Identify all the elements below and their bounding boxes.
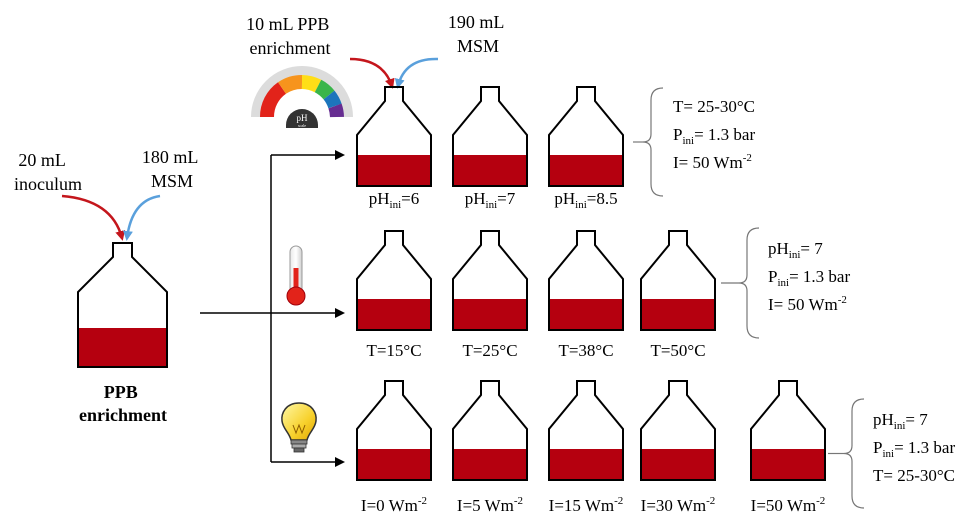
condition-line: I= 50 Wm-2 xyxy=(768,294,847,314)
bottle-label: T=50°C xyxy=(650,341,705,360)
bottle-outline xyxy=(548,380,624,481)
bottle-outline xyxy=(356,86,432,187)
bottle-liquid xyxy=(78,328,167,367)
inoculum-arrow xyxy=(61,194,126,241)
temp-bottle xyxy=(452,230,528,331)
bottle-liquid xyxy=(453,299,527,330)
light-bottle xyxy=(750,380,826,481)
brace xyxy=(642,87,664,197)
brace xyxy=(738,227,760,339)
temp-bottle xyxy=(640,230,716,331)
brace xyxy=(843,398,865,509)
ph-row-msm-arrow xyxy=(394,57,439,89)
enrichment-section: 20 mL inoculum 180 mL MSM PPB enrichment xyxy=(14,147,202,425)
ph-icon-subtext: scale xyxy=(298,123,306,128)
enrichment-bottle xyxy=(77,242,168,368)
ph-row-msm-label: 190 mL MSM xyxy=(448,12,508,56)
bottle-outline xyxy=(640,380,716,481)
ph-row: 10 mL PPB enrichment 190 mL MSM xyxy=(246,12,508,89)
condition-line: Pini= 1.3 bar xyxy=(768,267,850,289)
bottle-liquid xyxy=(357,155,431,186)
bottle-label: pHini=6 xyxy=(369,189,420,211)
bottle-outline xyxy=(452,230,528,331)
msm-label-left: 180 mL MSM xyxy=(142,147,202,191)
ph-scale-icon: pH scale xyxy=(251,66,353,128)
connectors xyxy=(200,150,345,467)
ph-row-enrichment-label: 10 mL PPB enrichment xyxy=(246,14,334,58)
bottle-outline xyxy=(452,86,528,187)
light-bulb-icon xyxy=(281,402,317,453)
bottle-outline xyxy=(356,230,432,331)
bottle-liquid xyxy=(641,299,715,330)
condition-line: pHini= 7 xyxy=(768,239,823,261)
ph-row-conditions: T= 25-30°C Pini= 1.3 bar I= 50 Wm-2 xyxy=(633,87,755,197)
light-row-bottles: I=0 Wm-2 I=5 Wm-2 I=15 Wm-2 I=30 Wm-2 I=50 W… xyxy=(356,380,826,515)
ph-row-enrichment-arrow xyxy=(349,57,395,89)
bottle-label: I=5 Wm-2 xyxy=(457,495,523,515)
bottle-label: T=38°C xyxy=(558,341,613,360)
enrichment-bottle-title: PPB enrichment xyxy=(79,382,167,425)
light-row-conditions: pHini= 7 Pini= 1.3 bar T= 25-30°C xyxy=(828,398,955,509)
bottle-outline xyxy=(452,380,528,481)
ph-bottle xyxy=(356,86,432,187)
bottle-label: T=15°C xyxy=(366,341,421,360)
inoculum-label: 20 mL inoculum xyxy=(14,150,82,194)
condition-line: I= 50 Wm-2 xyxy=(673,152,752,172)
ph-bottle xyxy=(548,86,624,187)
bottle-outline xyxy=(548,230,624,331)
temp-row-conditions: pHini= 7 Pini= 1.3 bar I= 50 Wm-2 xyxy=(721,227,850,339)
light-bottle xyxy=(548,380,624,481)
thermometer-icon xyxy=(286,245,306,306)
temp-bottle xyxy=(356,230,432,331)
bottle-liquid xyxy=(549,155,623,186)
bottle-liquid xyxy=(357,299,431,330)
temp-row-bottles: T=15°C T=25°C T=38°C T=50°C xyxy=(356,230,716,360)
bottle-liquid xyxy=(357,449,431,480)
bottle-outline xyxy=(750,380,826,481)
bottle-liquid xyxy=(549,299,623,330)
light-bottle xyxy=(356,380,432,481)
temp-bottle xyxy=(548,230,624,331)
bottle-outline xyxy=(640,230,716,331)
condition-line: pHini= 7 xyxy=(873,410,928,432)
bottle-label: I=30 Wm-2 xyxy=(641,495,716,515)
bottle-label: I=0 Wm-2 xyxy=(361,495,427,515)
light-bottle xyxy=(640,380,716,481)
ph-bottle xyxy=(452,86,528,187)
bottle-liquid xyxy=(453,155,527,186)
bottle-liquid xyxy=(641,449,715,480)
bottle-label: pHini=8.5 xyxy=(554,189,617,211)
bottle-outline xyxy=(548,86,624,187)
bottle-liquid xyxy=(751,449,825,480)
bottle-label: I=15 Wm-2 xyxy=(549,495,624,515)
bottle-label: pHini=7 xyxy=(465,189,516,211)
bottle-label: I=50 Wm-2 xyxy=(751,495,826,515)
ph-icon-text: pH xyxy=(297,113,309,123)
ph-row-bottles: pHini=6 pHini=7 pHini=8.5 xyxy=(356,86,624,211)
condition-line: Pini= 1.3 bar xyxy=(673,125,755,147)
bottle-outline xyxy=(77,242,168,368)
bottle-liquid xyxy=(453,449,527,480)
light-bottle xyxy=(452,380,528,481)
bottle-label: T=25°C xyxy=(462,341,517,360)
bottle-liquid xyxy=(549,449,623,480)
msm-arrow-left xyxy=(122,194,161,241)
bottle-outline xyxy=(356,380,432,481)
condition-line: Pini= 1.3 bar xyxy=(873,438,955,460)
condition-line: T= 25-30°C xyxy=(873,466,955,485)
condition-line: T= 25-30°C xyxy=(673,97,755,116)
